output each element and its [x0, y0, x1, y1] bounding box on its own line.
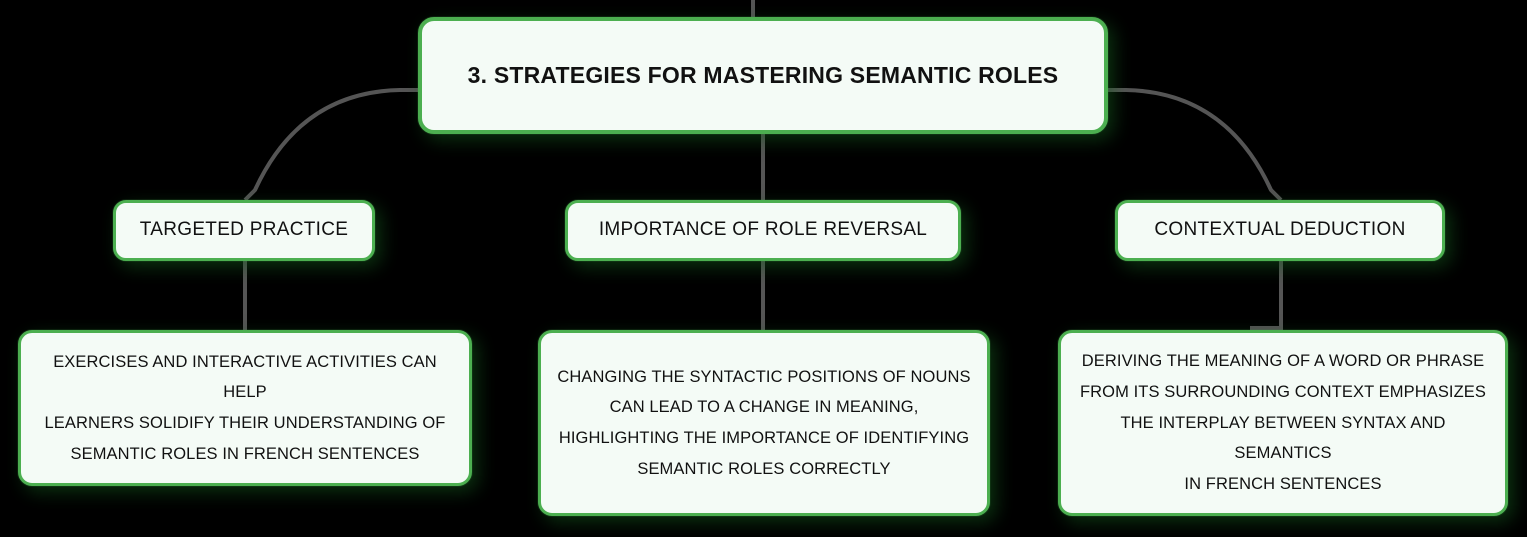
node-detail-text: DERIVING THE MEANING OF A WORD OR PHRASE…	[1079, 352, 1487, 494]
connector-branch-2-to-detail-2	[1279, 258, 1283, 332]
connector-parent-stub	[751, 0, 755, 19]
connector-branch-2-elbow	[1250, 326, 1283, 332]
node-branch-importance-of-role-reversal[interactable]: IMPORTANCE OF ROLE REVERSAL	[565, 200, 961, 261]
node-branch-contextual-deduction[interactable]: CONTEXTUAL DEDUCTION	[1115, 200, 1445, 261]
node-branch-targeted-practice[interactable]: TARGETED PRACTICE	[113, 200, 375, 261]
connector-title-to-branch-1	[761, 130, 765, 202]
node-title-label: 3. STRATEGIES FOR MASTERING SEMANTIC ROL…	[467, 61, 1059, 88]
node-branch-label: IMPORTANCE OF ROLE REVERSAL	[598, 219, 928, 241]
node-detail-role-reversal[interactable]: CHANGING THE SYNTACTIC POSITIONS OF NOUN…	[538, 330, 990, 516]
node-title[interactable]: 3. STRATEGIES FOR MASTERING SEMANTIC ROL…	[418, 17, 1108, 134]
node-detail-text: CHANGING THE SYNTACTIC POSITIONS OF NOUN…	[557, 367, 971, 478]
connector-branch-1-to-detail-1	[761, 258, 765, 332]
node-branch-label: CONTEXTUAL DEDUCTION	[1154, 219, 1406, 241]
node-detail-text: EXERCISES AND INTERACTIVE ACTIVITIES CAN…	[44, 352, 446, 463]
node-detail-targeted-practice[interactable]: EXERCISES AND INTERACTIVE ACTIVITIES CAN…	[18, 330, 472, 486]
connector-branch-0-to-detail-0	[243, 258, 247, 332]
node-detail-contextual-deduction[interactable]: DERIVING THE MEANING OF A WORD OR PHRASE…	[1058, 330, 1508, 516]
node-branch-label: TARGETED PRACTICE	[139, 219, 349, 241]
